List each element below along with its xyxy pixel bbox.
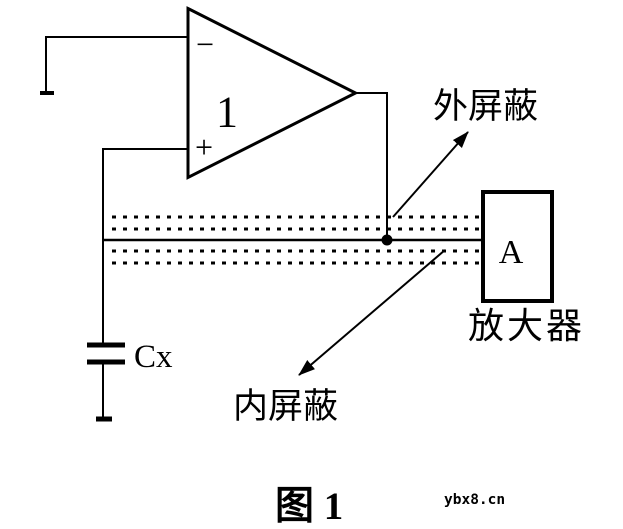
- opamp-gain-label: 1: [216, 88, 238, 137]
- opamp-inverting-label: −: [196, 26, 214, 62]
- capacitor-label: Cx: [134, 339, 173, 375]
- amplifier-box: [481, 190, 554, 303]
- outer-shield-label: 外屏蔽: [433, 87, 538, 126]
- arrow-outer-shield: [392, 131, 469, 218]
- opamp-triangle: [186, 6, 359, 180]
- opamp-noninverting-label: +: [195, 129, 213, 165]
- inner-shield-label: 内屏蔽: [233, 387, 338, 426]
- junction-dot: [381, 234, 393, 246]
- amplifier-name-label: 放大器: [468, 306, 585, 346]
- amplifier-box-label: A: [499, 234, 524, 271]
- figure-caption: 图 1: [275, 485, 343, 528]
- capacitor-symbol: [87, 342, 125, 422]
- ground-symbol-top: [40, 36, 54, 95]
- watermark: ybx8.cn: [444, 492, 505, 508]
- arrow-inner-shield: [298, 249, 446, 376]
